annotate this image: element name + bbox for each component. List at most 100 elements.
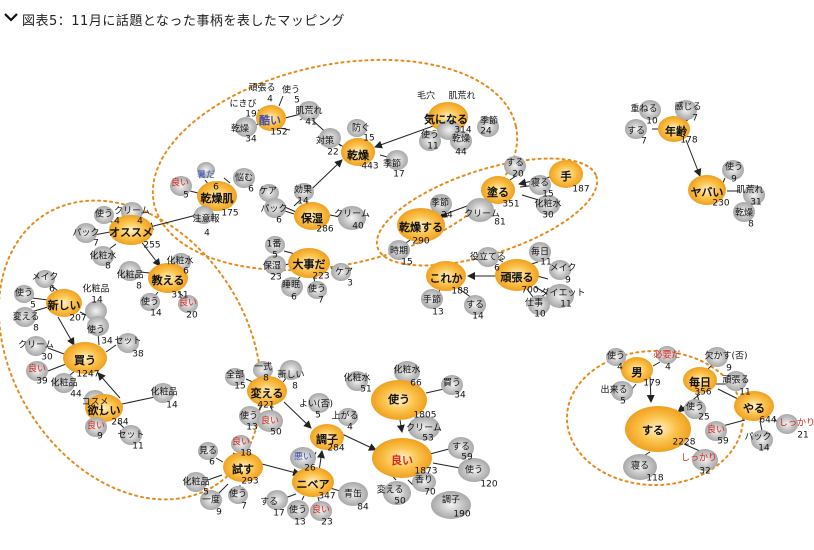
bubble-45 (119, 261, 141, 281)
node-label-n22: 乾燥 (231, 123, 249, 135)
node-label-n18: 酷い (259, 113, 281, 127)
node-label-n134: 6 (49, 285, 55, 295)
bubble-49 (265, 236, 285, 254)
edge-57 (31, 297, 49, 301)
node-label-n128: 13 (432, 308, 443, 318)
node-label-n130: 14 (472, 312, 484, 322)
node-label-n231: 男 (632, 366, 643, 379)
node-label-n117: 役立てる (470, 251, 506, 263)
node-label-n178: 51 (360, 385, 371, 395)
node-label-n237: 出来る (600, 384, 627, 396)
bubbles (14, 100, 798, 521)
node-label-n230: 4 (617, 363, 623, 373)
bubble-100 (185, 472, 207, 492)
node-label-n99: 使う (141, 296, 159, 308)
node-label-n194: 26 (304, 464, 316, 474)
bubble-54 (307, 281, 327, 299)
bubble-65 (14, 285, 34, 303)
node-label-n239: 毎日 (689, 375, 711, 389)
node-label-n43: 31 (750, 198, 761, 208)
node-label-n32: 重ねる (630, 103, 657, 115)
edge-51 (534, 286, 547, 294)
bubble-105 (338, 482, 368, 506)
node-label-n228: 190 (453, 510, 470, 520)
bubble-95 (372, 438, 432, 478)
node-label-n199: 使う (465, 464, 483, 476)
edge-113 (644, 451, 651, 456)
node-label-n110: 3 (347, 279, 353, 289)
node-label-n132: 10 (534, 310, 546, 320)
bubble-110 (310, 501, 332, 521)
bubble-88 (441, 375, 463, 395)
node-label-n5: 314 (454, 126, 471, 136)
bubble-37 (397, 208, 445, 242)
node-label-n44: 乾燥 (735, 207, 753, 219)
edge-88 (215, 457, 224, 463)
node-label-n184: 5 (315, 411, 321, 421)
node-label-n152: 39 (36, 377, 48, 387)
bubble-84 (239, 406, 261, 426)
cluster-outline-2 (375, 157, 599, 267)
edge-20 (223, 177, 231, 184)
bubble-16 (688, 175, 726, 205)
edge-63 (47, 363, 67, 372)
node-label-n244: 25 (698, 413, 709, 423)
node-label-n196: 1873 (415, 467, 438, 477)
node-label-n2: 毛穴 (417, 90, 435, 102)
node-label-n3: 肌荒れ (448, 91, 475, 102)
bubble-87 (394, 361, 420, 383)
node-label-n92: 8 (105, 262, 111, 272)
node-label-n156: 14 (166, 401, 178, 411)
node-label-n129: する (466, 300, 484, 311)
bubble-13 (639, 100, 661, 120)
bubble-14 (675, 100, 697, 120)
bubble-31 (504, 156, 526, 176)
edge-111 (759, 420, 763, 432)
node-label-n78: 24 (441, 211, 453, 221)
node-label-n39: 230 (712, 199, 729, 209)
node-label-n84: 4 (114, 217, 120, 227)
node-label-n202: 6 (209, 458, 215, 468)
edge-61 (105, 344, 117, 353)
node-label-n55: 4 (204, 229, 210, 239)
node-label-n257: 寝る (631, 460, 649, 472)
bubble-60 (546, 284, 574, 308)
edge-66 (121, 396, 156, 405)
bubble-18 (743, 185, 765, 205)
edge-39 (139, 271, 151, 274)
node-label-n161: 良い (87, 420, 105, 432)
edge-54 (526, 288, 534, 298)
node-label-n125: ダイエット (541, 287, 586, 299)
bubble-12 (658, 116, 690, 142)
node-label-n256: 32 (699, 467, 710, 477)
node-label-n141: 化粧品 (82, 283, 109, 295)
node-label-n174: 13 (246, 423, 257, 433)
node-label-n81: 時期 (390, 246, 408, 257)
bubble-111 (431, 491, 471, 519)
node-label-n58: 14 (297, 197, 309, 207)
node-label-n112: 6 (291, 293, 297, 303)
bubble-90 (338, 408, 358, 426)
edge-62 (47, 347, 65, 355)
bubble-43 (92, 246, 114, 266)
node-label-n75: クリーム (464, 209, 500, 220)
bubble-99 (231, 435, 251, 453)
node-label-n14: 使う (282, 84, 300, 96)
bubble-59 (495, 259, 539, 291)
node-label-n60: 286 (316, 225, 333, 235)
node-label-n182: 34 (454, 391, 466, 401)
node-label-n208: 293 (241, 477, 258, 487)
bubble-23 (233, 168, 255, 188)
node-label-n127: 手節 (423, 294, 441, 306)
node-label-n153: 化粧品 (50, 377, 77, 389)
node-label-n71: 寝る (531, 177, 549, 189)
node-label-n61: パック (260, 204, 287, 215)
node-label-n250: 644 (759, 416, 776, 426)
bubble-97 (458, 458, 490, 482)
node-label-n42: 肌荒れ (736, 185, 763, 196)
edge-93 (317, 450, 325, 472)
bubble-46 (148, 263, 188, 293)
edge-84 (429, 448, 450, 455)
bubble-17 (722, 160, 744, 180)
node-label-n114: 7 (318, 296, 324, 306)
